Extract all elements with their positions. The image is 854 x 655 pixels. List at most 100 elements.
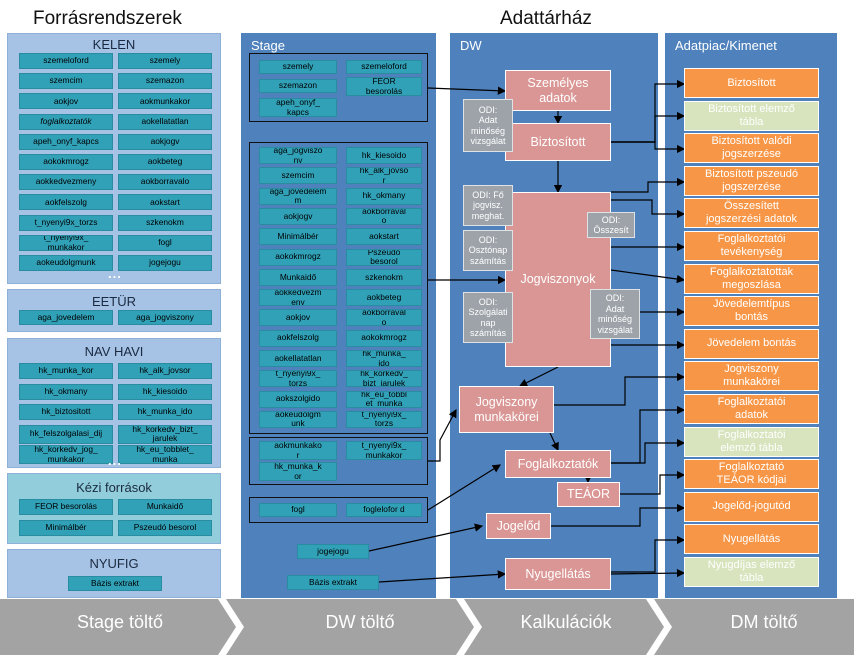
dw-jogelod-label: Jogelőd	[496, 518, 541, 533]
cell-label: FEOR besorolás	[365, 77, 403, 96]
cell-label: aokellatatlan	[274, 352, 322, 363]
dw-jogelod[interactable]: Jogelőd	[486, 513, 551, 539]
cell-label: hk_alk_jovso r	[359, 167, 409, 185]
cell-label: aokeudolgm unk	[275, 410, 321, 428]
cell-label: szemeloford	[43, 55, 89, 66]
dw-szemelyes-adatok[interactable]: Személyes adatok	[505, 70, 611, 111]
output-item[interactable]: Biztosított pszeudó jogszerzése	[684, 165, 819, 196]
source-table-cell: hk_munka_ido	[118, 404, 212, 420]
connector-arrow	[428, 408, 457, 462]
source-table-cell: aokmunkakor	[118, 93, 212, 110]
cell-label: aokokmrogz	[43, 156, 89, 167]
connector-arrow	[378, 570, 507, 583]
source-table-cell: jogejogu	[118, 255, 212, 271]
stage-column-title: Stage	[251, 38, 285, 53]
cell-label: hk_munka_k or	[274, 462, 322, 481]
output-item[interactable]: Összesített jogszerzési adatok	[684, 198, 819, 229]
output-item[interactable]: Foglalkoztatói adatok	[684, 394, 819, 424]
source-table-cell: hk_biztositott	[19, 404, 113, 420]
output-item-label: Foglalkoztatói tevékenység	[717, 233, 786, 258]
output-item[interactable]: Nyugdíjas elemző tábla	[684, 557, 819, 587]
output-item[interactable]: Foglalkoztatói tevékenység	[684, 231, 819, 261]
connector-arrow	[427, 464, 502, 511]
odi-osztonap: ODI: Osztónap számítás	[463, 230, 513, 271]
dw-teaor[interactable]: TEÁOR	[557, 482, 620, 507]
cell-label: szkenokm	[365, 271, 403, 282]
cell-label: jogejogu	[317, 545, 349, 556]
source-table-cell: Pszeudó besorol	[118, 520, 212, 536]
stage-group-2	[249, 142, 428, 434]
source-table-cell: hk_munka_kor	[19, 363, 113, 379]
cell-label: aokjov	[285, 312, 311, 323]
cell-label: szemely	[282, 61, 314, 72]
output-item[interactable]: Jogelőd-jogutód	[684, 491, 819, 522]
connector-arrow	[611, 199, 686, 219]
source-table-cell: aokfelszolg	[259, 329, 337, 347]
cell-label: hk_kiesoido	[361, 149, 407, 160]
connector-arrow	[610, 568, 686, 578]
odi-fo-jogvisz-label: ODI: Fő jogvisz. meghat.	[471, 189, 505, 221]
cell-label: jogejogu	[149, 257, 181, 268]
output-item[interactable]: Foglalkoztatói elemző tábla	[684, 426, 819, 457]
output-item[interactable]: Nyugellátás	[684, 524, 819, 555]
source-table-cell: aokstart	[346, 228, 422, 246]
cell-label: hk_okmany	[44, 385, 88, 396]
source-table-cell: apeh_onyf_kapcs	[19, 133, 113, 150]
source-table-cell: aokkedvezmeny	[19, 174, 113, 191]
cell-label: aga_jovedelem	[37, 311, 95, 322]
output-item[interactable]: Jövedelemtípus bontás	[684, 296, 819, 327]
cell-label: hk_kiesoido	[142, 385, 188, 396]
source-table-cell: szemazon	[259, 79, 337, 93]
source-table-cell: aokeudolgm unk	[259, 410, 337, 428]
source-table-cell: aokjogv	[118, 133, 212, 150]
output-item-label: Foglalkoztatói adatok	[717, 396, 786, 421]
cell-label: aokellatatlan	[141, 115, 189, 126]
source-table-cell: FEOR besorolás	[19, 499, 113, 515]
cell-label: aokfelszolg	[45, 196, 87, 207]
cell-label: aokfelszolg	[277, 332, 319, 343]
dw-jogviszonyok-label: Jogviszonyok	[520, 272, 596, 286]
dw-foglalkoztatok[interactable]: Foglalkoztatók	[505, 450, 611, 478]
cell-label: Minimálbér	[277, 230, 319, 241]
output-item[interactable]: Foglalkoztató TEÁOR kódjai	[684, 459, 819, 490]
odi-adatminoseg-2: ODI: Adat minőség vizsgálat	[590, 289, 640, 339]
output-item[interactable]: Foglalkoztatottak megoszlása	[684, 263, 819, 294]
output-item[interactable]: Biztosított valódi jogszerzése	[684, 133, 819, 164]
cell-label: aga_jogviszo ny	[273, 147, 323, 164]
dw-nyugellatas[interactable]: Nyugellátás	[505, 558, 611, 590]
output-item-label: Foglalkoztató TEÁOR kódjai	[716, 461, 787, 487]
dw-biztositott[interactable]: Biztosított	[505, 123, 611, 161]
source-table-cell: szemazon	[118, 73, 212, 90]
source-table-cell: aokfelszolg	[19, 194, 113, 211]
cell-label: aokborraval o	[362, 207, 406, 225]
output-item[interactable]: Biztosított elemző tábla	[684, 100, 819, 131]
cell-label: szemely	[149, 55, 181, 66]
connector-arrow	[551, 503, 686, 527]
source-table-cell: foglelofor d	[346, 503, 422, 517]
output-item[interactable]: Jogviszony munkakörei	[684, 361, 819, 392]
dw-szemelyes-label: Személyes adatok	[527, 75, 589, 105]
cell-label: hk_munka_kor	[38, 365, 94, 376]
cell-label: hk_korkedv_jog_ munkakor	[34, 445, 98, 464]
cell-label: Pszeudó besorol	[367, 248, 401, 266]
connector-arrow	[611, 79, 686, 143]
dw-column-title: DW	[460, 38, 482, 53]
dw-jogviszony-munkakorei[interactable]: Jogviszony munkakörei	[459, 386, 554, 433]
footer-dw-tolto-label: DW töltő	[325, 612, 395, 632]
cell-label: hk_munka_ido	[137, 406, 193, 417]
odi-adatminoseg-2-label: ODI: Adat minőség vizsgálat	[597, 293, 633, 335]
output-item-label: Jogelőd-jogutód	[712, 500, 791, 513]
source-table-cell: szemely	[118, 53, 212, 69]
source-table-cell: hk_kiesoido	[346, 147, 422, 164]
source-table-cell: hk_eu_tobblet_ munka	[118, 445, 212, 464]
dw-teaor-label: TEÁOR	[566, 487, 611, 501]
cell-label: Pszeudó besorol	[133, 522, 197, 533]
source-table-cell: t_nyenyi9x_torzs	[19, 214, 113, 231]
cell-label: hk_eu_tobbl et_munka	[361, 390, 407, 408]
output-item[interactable]: Jövedelem bontás	[684, 328, 819, 359]
output-item[interactable]: Biztosított	[684, 68, 819, 98]
cell-label: aokbeteg	[147, 156, 183, 167]
footer-dm-tolto	[654, 599, 854, 655]
output-item-label: Biztosított elemző tábla	[708, 102, 795, 128]
cell-label: foglalkoztatók	[40, 115, 92, 126]
